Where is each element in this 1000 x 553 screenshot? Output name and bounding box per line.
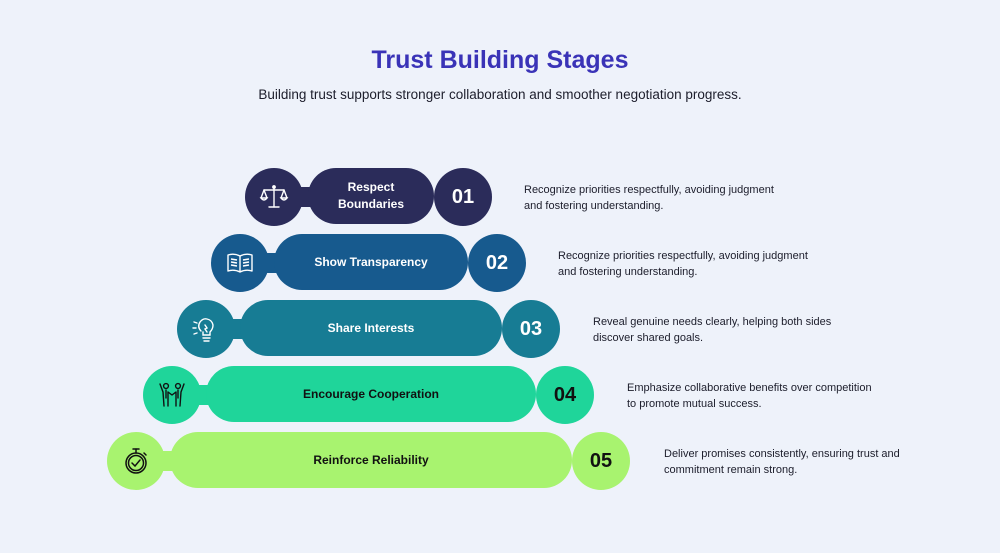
stage-05: Reinforce Reliability 05 Deliver promise…	[0, 432, 1000, 492]
stage-01-label-pill: Respect Boundaries	[308, 168, 434, 224]
stage-01-label: Respect Boundaries	[337, 180, 404, 211]
stage-04-number: 04	[536, 366, 594, 424]
page-title: Trust Building Stages	[371, 46, 629, 74]
stage-02-icon-circle	[211, 234, 269, 292]
stage-04-icon-circle	[143, 366, 201, 424]
stage-03-description: Reveal genuine needs clearly, helping bo…	[593, 316, 832, 344]
open-book-icon	[225, 248, 255, 278]
stage-03-icon-circle	[177, 300, 235, 358]
stage-04-label: Encourage Cooperation	[302, 386, 439, 401]
stage-04-label-pill: Encourage Cooperation	[206, 366, 536, 422]
stage-02: Show Transparency 02 Recognize prioritie…	[0, 234, 1000, 294]
stage-05-label: Reinforce Reliability	[313, 452, 429, 467]
stage-02-number: 02	[468, 234, 526, 292]
stage-01: Respect Boundaries 01 Recognize prioriti…	[0, 168, 1000, 228]
stage-05-icon-circle	[107, 432, 165, 490]
stage-05-number: 05	[572, 432, 630, 490]
stage-01-number: 01	[434, 168, 492, 226]
stage-03-label-pill: Share Interests	[240, 300, 502, 356]
stage-03-label: Share Interests	[327, 320, 415, 335]
stage-02-label-pill: Show Transparency	[274, 234, 468, 290]
stage-05-label-pill: Reinforce Reliability	[170, 432, 572, 488]
lightbulb-idea-icon	[191, 314, 221, 344]
teamwork-people-icon	[157, 380, 187, 410]
stage-04-description: Emphasize collaborative benefits over co…	[627, 382, 872, 410]
stage-02-description: Recognize priorities respectfully, avoid…	[558, 250, 808, 278]
stage-01-description: Recognize priorities respectfully, avoid…	[524, 184, 774, 212]
page-subtitle: Building trust supports stronger collabo…	[258, 87, 742, 102]
stage-05-description: Deliver promises consistently, ensuring …	[664, 448, 900, 476]
stopwatch-icon	[121, 446, 151, 476]
stage-01-icon-circle	[245, 168, 303, 226]
scales-icon	[259, 182, 289, 212]
stage-04: Encourage Cooperation 04 Emphasize colla…	[0, 366, 1000, 426]
stage-03: Share Interests 03 Reveal genuine needs …	[0, 300, 1000, 360]
stage-02-label: Show Transparency	[314, 254, 428, 269]
stage-03-number: 03	[502, 300, 560, 358]
